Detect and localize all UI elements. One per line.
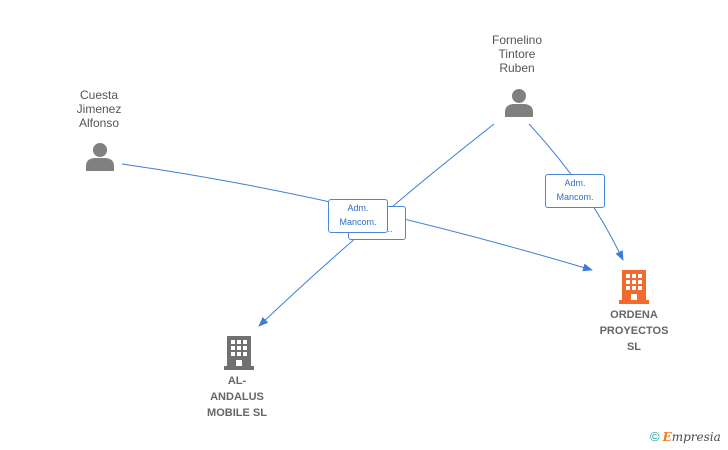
- brand-logo-initial: E: [662, 430, 672, 444]
- edge-label-cuesta-ordena[interactable]: Adm. Mancom.: [328, 199, 388, 233]
- edge-label-text: Mancom.: [556, 192, 594, 202]
- edge-label-text: Mancom.: [339, 217, 377, 227]
- building-icon[interactable]: [619, 268, 649, 304]
- building-icon[interactable]: [224, 334, 254, 370]
- person-name-line: Cuesta: [79, 88, 119, 102]
- person-name-cuesta: Cuesta Jimenez Alfonso: [60, 88, 138, 130]
- person-name-fornelino: Fornelino Tintore Ruben: [478, 33, 556, 75]
- person-name-line: Tintore: [498, 47, 536, 61]
- copyright-icon: ©: [650, 429, 660, 444]
- person-name-line: Ruben: [499, 61, 535, 75]
- person-name-line: Fornelino: [491, 33, 543, 47]
- company-name-line: ORDENA: [610, 309, 658, 321]
- edge-label-text: Adm.: [564, 178, 586, 188]
- company-name-line: PROYECTOS: [599, 325, 669, 337]
- company-name-ordena[interactable]: ORDENA PROYECTOS SL: [584, 307, 684, 355]
- company-name-line: SL: [626, 341, 642, 353]
- person-name-line: Alfonso: [78, 116, 120, 130]
- company-name-line: ANDALUS: [210, 391, 264, 403]
- person-icon[interactable]: [504, 88, 534, 118]
- person-icon[interactable]: [85, 142, 115, 172]
- edge-label-fornelino-ordena[interactable]: Adm. Mancom.: [545, 174, 605, 208]
- company-name-alandalus[interactable]: AL- ANDALUS MOBILE SL: [187, 373, 287, 421]
- company-name-line: AL-: [227, 375, 247, 387]
- edge-label-text: Adm.: [347, 203, 369, 213]
- brand-logo-text: mpresia: [671, 430, 721, 444]
- person-name-line: Jimenez: [76, 102, 122, 116]
- company-name-line: MOBILE SL: [207, 407, 267, 419]
- brand-footer: ©Empresia: [650, 429, 721, 444]
